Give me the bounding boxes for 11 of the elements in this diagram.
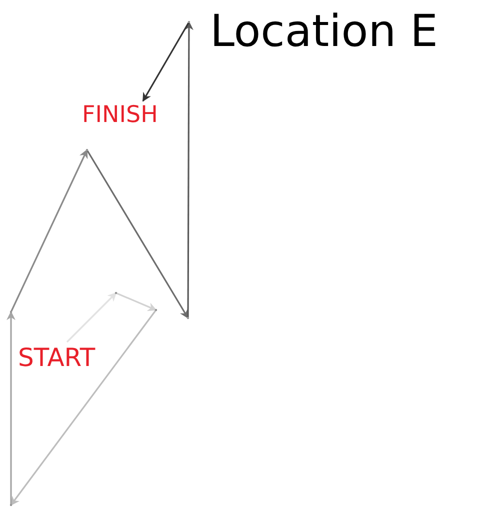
arrow <box>10 310 157 506</box>
arrow <box>10 149 88 312</box>
arrow <box>142 22 190 102</box>
node-label: FINISH <box>82 104 158 127</box>
arrow <box>184 21 194 318</box>
location-label: Location E <box>210 10 438 54</box>
arrow <box>116 292 157 311</box>
arrow <box>86 150 189 319</box>
arrow <box>66 292 117 343</box>
arrow <box>6 311 16 505</box>
node-label: START <box>18 345 96 370</box>
